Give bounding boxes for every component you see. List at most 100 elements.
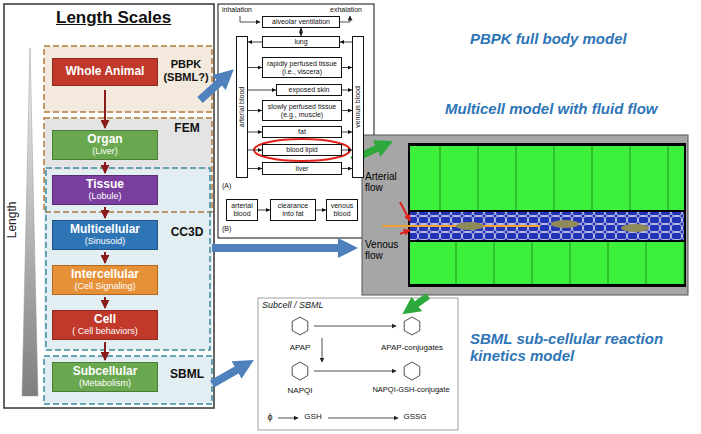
node-title: Cell [94,313,116,326]
scale-arrows [104,207,106,218]
scale-groups [44,46,212,112]
blood-bar: arterial blood [236,36,248,178]
multicell-picture [478,146,479,210]
node-title: Subcell / SBML [262,301,372,311]
multicell-picture [408,143,686,287]
length-panel [4,4,214,408]
length-panel [22,48,38,396]
flow-arrow [316,210,326,211]
multicell-picture [400,230,410,234]
model-caption: Multicell model with fluid flow [445,100,697,117]
node-title: Arterial flow [365,171,407,193]
figure-label: exhalation [330,6,370,14]
node-title: exposed skin [289,86,330,94]
node-title: Tissue [86,178,124,191]
scale-groups [44,168,212,350]
node-subtitle: (Lobule) [88,192,121,202]
compartment-box: exposed skin [276,84,342,96]
flow-arrow [248,90,276,91]
node-title: fat [298,128,306,136]
node-title: Intercellular [71,268,139,281]
block-arrows [200,80,428,384]
flow-arrow [340,42,352,43]
multicell-picture [630,146,631,210]
node-subtitle: (Metabolism) [79,379,131,389]
multicell-picture [410,146,684,210]
subcell-picture [322,338,323,362]
figure-label: APAP [282,343,318,352]
pbpk-frame [218,4,374,238]
node-title: Organ [87,133,122,146]
model-caption: PBPK full body model [470,30,695,47]
block-arrows [212,244,342,252]
scale-arrows [104,162,106,173]
subcell-picture [314,371,396,372]
subcell-picture [328,418,398,419]
multicell-picture [456,222,484,230]
flow-arrow [342,168,352,169]
figure-label: inhalation [222,6,258,14]
pbpk-frame [254,139,350,161]
node-title: Multicellular [70,223,140,236]
node-title: venous blood [329,202,355,217]
node-subtitle: (Liver) [92,147,118,157]
compartment-box: clearance into fat [270,199,316,221]
method-label: FEM [164,122,210,136]
block-arrows [414,296,428,306]
multicell-picture [456,242,457,284]
length-panel [4,4,214,408]
subcell-model: Subcell / SBML [258,298,458,430]
flow-arrow [342,90,352,91]
flow-arrow [248,110,262,111]
flow-arrow [248,150,262,151]
scale-groups [46,168,210,350]
subcell-picture [404,362,420,380]
compartment-box: lung [262,36,340,48]
flow-arrow [248,168,262,169]
node-title: clearance into fat [273,202,313,217]
node-title: alveolar ventilation [272,18,330,26]
pbpk-frame [218,4,374,238]
multicell-picture [570,242,571,284]
subcell-picture [314,326,396,327]
figure-label: NAPQI [282,386,318,395]
scale-box: Tissue(Lobule) [52,175,158,205]
block-arrows [212,368,240,384]
figure-label: ϕ [264,412,276,422]
compartment-box: venous blood [326,199,358,221]
node-title: Subcellular [73,365,138,378]
node-title: blood lipid [286,146,318,154]
pbpk-frame [240,16,260,22]
figure-label: APAP-conjugates [378,343,446,352]
compartment-box: blood lipid [262,144,342,156]
scale-box: Subcellular(Metabolism) [52,362,158,392]
multicell-picture [554,146,555,210]
figure-label: (A) [222,182,240,190]
scale-box: Cell( Cell behaviors) [52,310,158,340]
method-label: SBML [164,368,210,382]
compartment-box: arterial blood [226,199,258,221]
scale-groups [44,118,212,170]
figure-label: NAPQI-GSH-conjugate [366,386,456,395]
node-title: arterial blood [229,202,255,217]
multicell-picture [410,242,684,284]
scale-box: Multicellular(Sinusoid) [52,220,158,250]
method-label: PBPK (SBML?) [160,58,212,83]
method-label: CC3D [164,226,210,240]
multicell-picture [592,146,593,210]
compartment-box: rapidly perfused tissue (i.e., viscera) [262,57,342,78]
node-title: liver [296,165,309,173]
node-title: lung [294,38,307,46]
multicell-picture [608,242,609,284]
multicell-picture [684,242,685,284]
flow-arrow [248,132,262,133]
compartment-box: fat [262,126,342,138]
figure-label: GSSG [398,412,432,421]
subcell-picture [404,317,420,335]
subcell-picture [258,298,458,430]
compartment-box: slowly perfused tissue (e.g., muscle) [262,100,342,121]
node-title: Whole Animal [66,65,145,78]
multicell-picture [362,135,688,295]
block-arrows [200,80,222,100]
multicell-picture [440,146,684,284]
